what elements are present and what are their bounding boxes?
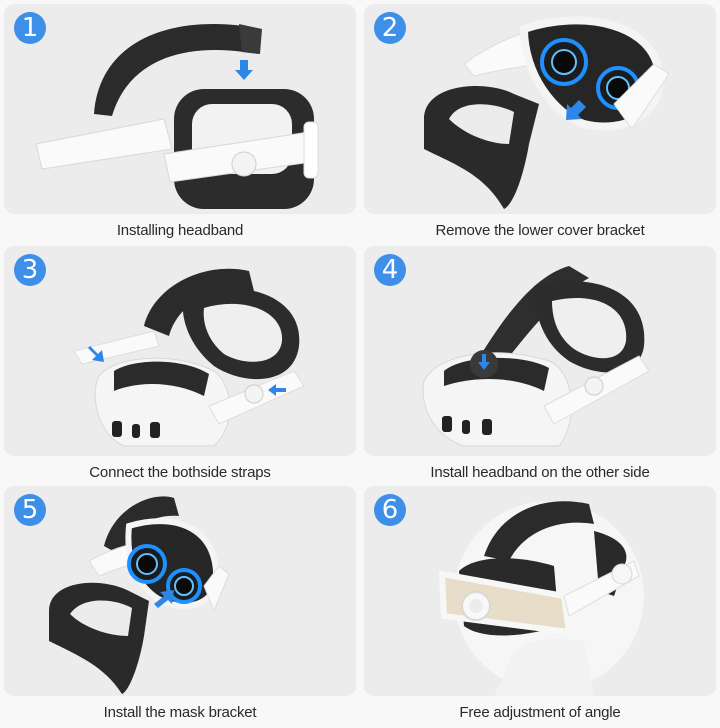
step-number-badge: 5 (14, 494, 46, 526)
mask-bracket-illustration (49, 496, 230, 694)
arrow-down-icon (235, 60, 253, 80)
step-number-badge: 6 (374, 494, 406, 526)
step-number-badge: 1 (14, 12, 46, 44)
side-straps-illustration (73, 268, 305, 447)
step-3-panel: 3 (4, 246, 356, 456)
step-caption: Free adjustment of angle (459, 704, 621, 721)
arrow-icon (154, 590, 174, 608)
step-caption: Remove the lower cover bracket (435, 222, 645, 239)
step-caption: Installing headband (116, 222, 244, 239)
step-5-panel: 5 (4, 486, 356, 696)
cover-bracket-illustration (424, 16, 670, 209)
arrow-left-icon (268, 384, 286, 396)
step-6-panel: 6 (364, 486, 716, 696)
arrow-right-down-icon (88, 346, 104, 362)
headband-install-illustration (35, 24, 319, 209)
step-number-badge: 4 (374, 254, 406, 286)
head-strap-dial-illustration (438, 501, 644, 696)
step-4-panel: 4 (364, 246, 716, 456)
step-1-panel: 1 (4, 4, 356, 214)
arrow-down-icon (478, 354, 490, 370)
step-caption: Connect the bothside straps (89, 464, 271, 481)
step-caption: Install headband on the other side (430, 464, 650, 481)
step-number-badge: 2 (374, 12, 406, 44)
headband-other-side-illustration (422, 266, 650, 447)
arrow-icon (566, 100, 586, 120)
step-2-panel: 2 (364, 4, 716, 214)
step-number-badge: 3 (14, 254, 46, 286)
step-caption: Install the mask bracket (103, 704, 257, 721)
